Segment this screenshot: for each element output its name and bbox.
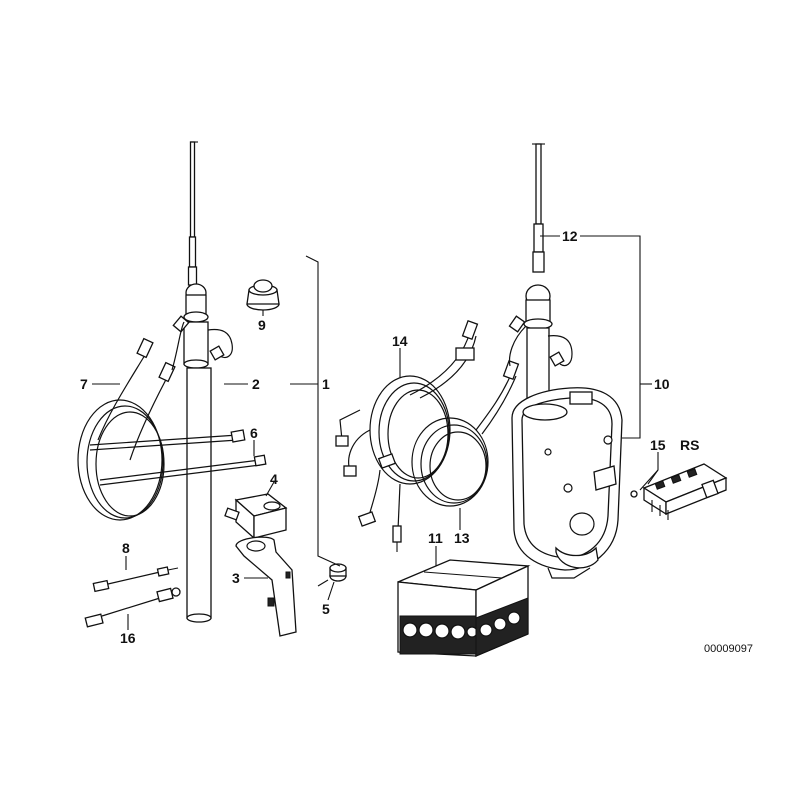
callout-15: 15: [650, 437, 666, 453]
relay-unit: [630, 463, 728, 520]
callout-13: 13: [454, 530, 470, 546]
callout-7: 7: [80, 376, 88, 392]
mast-holder: [224, 493, 288, 540]
motor-cable: [89, 429, 267, 486]
callout-11: 11: [428, 530, 443, 546]
callout-8: 8: [122, 540, 130, 556]
leader-lines: [92, 235, 659, 630]
callout-16: 16: [120, 630, 136, 646]
callout-6: 6: [250, 425, 258, 441]
callout-3: 3: [232, 570, 240, 586]
callout-1: 1: [322, 376, 330, 392]
packaging-box: [397, 559, 531, 657]
callout-rs: RS: [680, 437, 699, 453]
cable-coil: [411, 325, 527, 507]
antenna-cable-coil: [77, 321, 185, 521]
antenna-mast-right: [508, 143, 573, 409]
motor-housing: [511, 387, 623, 579]
box-hole-row: [399, 597, 529, 657]
callout-2: 2: [252, 376, 260, 392]
antenna-mast-left: [172, 141, 233, 623]
cable-short: [92, 566, 179, 593]
callout-9: 9: [258, 317, 266, 333]
callout-5: 5: [322, 601, 330, 617]
callout-4: 4: [270, 471, 278, 487]
mounting-bracket: [235, 536, 297, 637]
grommet: [246, 279, 280, 311]
image-code: 00009097: [704, 643, 753, 655]
cable-long: [84, 587, 181, 628]
screw: [317, 563, 347, 587]
callout-10: 10: [654, 376, 670, 392]
callout-14: 14: [392, 333, 408, 349]
callout-12: 12: [562, 228, 578, 244]
wiring-harness: [335, 319, 479, 552]
